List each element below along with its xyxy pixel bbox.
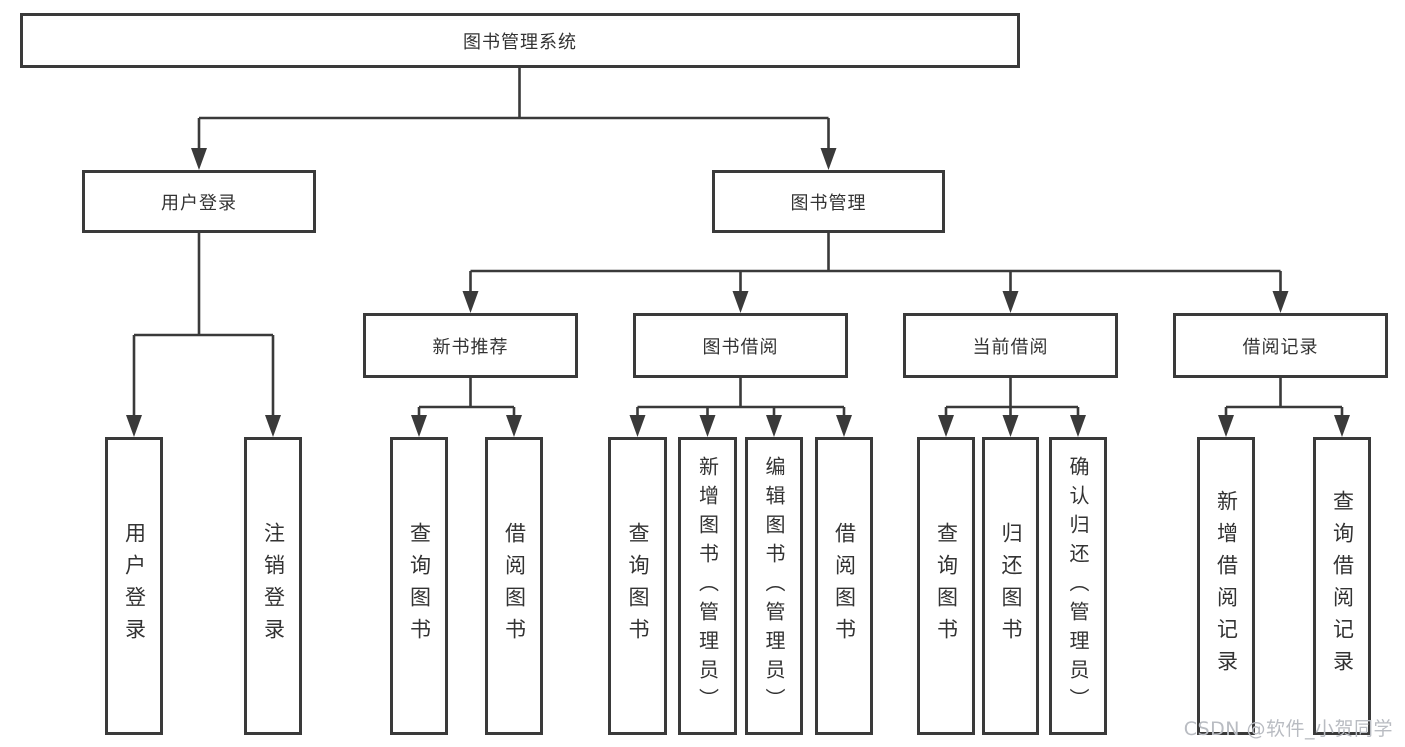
node-leaf-query-books-2: 查询图书 (608, 437, 667, 735)
node-leaf-add-borrow-record-label: 新增借阅记录 (1214, 490, 1239, 682)
node-root-label: 图书管理系统 (463, 31, 577, 53)
node-leaf-add-borrow-record: 新增借阅记录 (1197, 437, 1255, 735)
node-leaf-query-books-3: 查询图书 (917, 437, 975, 735)
node-leaf-confirm-return-admin-label: 确认归还（管理员） (1066, 455, 1090, 717)
node-leaf-user-login: 用户登录 (105, 437, 163, 735)
node-leaf-edit-book-admin: 编辑图书（管理员） (745, 437, 803, 735)
node-leaf-query-books-1-label: 查询图书 (407, 522, 432, 650)
node-leaf-return-book: 归还图书 (982, 437, 1039, 735)
node-book-borrowing-label: 图书借阅 (702, 336, 779, 358)
node-leaf-borrow-books-2-label: 借阅图书 (832, 522, 857, 650)
node-root: 图书管理系统 (20, 13, 1020, 68)
node-leaf-query-borrow-record-label: 查询借阅记录 (1330, 490, 1355, 682)
node-leaf-edit-book-admin-label: 编辑图书（管理员） (762, 455, 786, 717)
node-new-book-recommend: 新书推荐 (363, 313, 578, 378)
node-current-borrowing-label: 当前借阅 (972, 336, 1049, 358)
node-leaf-borrow-books-1: 借阅图书 (485, 437, 543, 735)
node-leaf-logout-label: 注销登录 (261, 522, 286, 650)
node-user-login: 用户登录 (82, 170, 316, 233)
node-new-book-recommend-label: 新书推荐 (432, 336, 509, 358)
node-leaf-add-book-admin-label: 新增图书（管理员） (695, 455, 720, 717)
node-current-borrowing: 当前借阅 (903, 313, 1118, 378)
node-leaf-query-borrow-record: 查询借阅记录 (1313, 437, 1371, 735)
node-borrowing-records-label: 借阅记录 (1242, 336, 1319, 358)
node-leaf-query-books-3-label: 查询图书 (934, 522, 959, 650)
node-leaf-return-book-label: 归还图书 (999, 522, 1023, 650)
watermark: CSDN @软件_小贺同学 (1183, 718, 1393, 740)
node-borrowing-records: 借阅记录 (1173, 313, 1388, 378)
node-book-management: 图书管理 (712, 170, 945, 233)
node-leaf-user-login-label: 用户登录 (122, 522, 147, 650)
node-leaf-logout: 注销登录 (244, 437, 302, 735)
node-leaf-borrow-books-1-label: 借阅图书 (502, 522, 527, 650)
node-leaf-borrow-books-2: 借阅图书 (815, 437, 873, 735)
node-leaf-query-books-2-label: 查询图书 (626, 522, 650, 650)
node-leaf-query-books-1: 查询图书 (390, 437, 448, 735)
node-leaf-add-book-admin: 新增图书（管理员） (678, 437, 737, 735)
node-leaf-confirm-return-admin: 确认归还（管理员） (1049, 437, 1107, 735)
node-book-management-label: 图书管理 (790, 192, 867, 214)
node-book-borrowing: 图书借阅 (633, 313, 848, 378)
arrowheads (126, 148, 1350, 437)
node-user-login-label: 用户登录 (161, 192, 237, 214)
